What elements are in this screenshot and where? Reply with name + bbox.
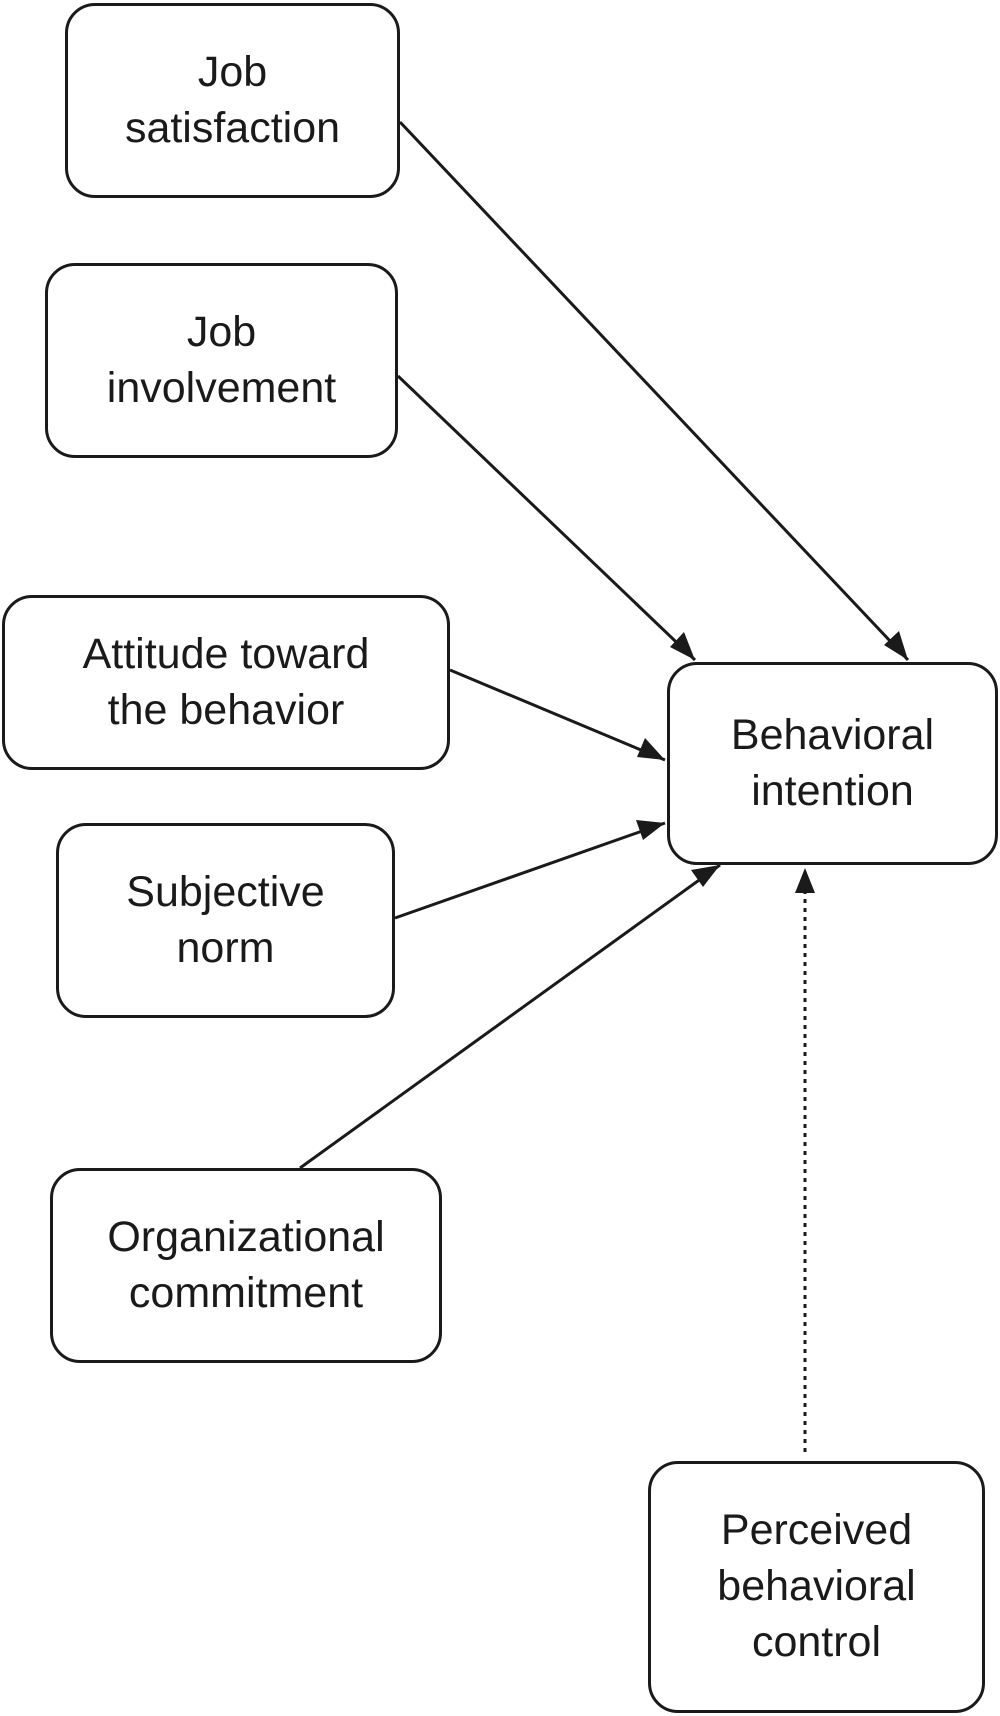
node-attitude-toward-behavior: Attitude toward the behavior <box>2 595 450 770</box>
node-job-satisfaction: Job satisfaction <box>65 3 400 198</box>
node-label-line: intention <box>751 766 914 815</box>
node-label-line: Behavioral <box>730 710 935 759</box>
arrowhead-subjective-norm <box>636 820 665 840</box>
arrowhead-attitude <box>637 738 665 760</box>
node-label-line: Attitude toward <box>82 629 370 678</box>
arrowhead-job-satisfaction <box>884 631 908 660</box>
arrow-attitude-to-intention <box>449 668 666 762</box>
node-organizational-commitment: Organizational commitment <box>50 1168 442 1363</box>
node-label-line: control <box>751 1617 882 1666</box>
arrowhead-job-involvement <box>670 632 695 660</box>
node-label-line: commitment <box>128 1268 364 1317</box>
node-perceived-behavioral-control: Perceived behavioral control <box>648 1461 985 1713</box>
node-label-line: involvement <box>106 363 337 412</box>
node-label-line: satisfaction <box>124 103 341 152</box>
node-job-involvement: Job involvement <box>45 263 398 458</box>
arrow-job-satisfaction-to-intention <box>398 120 910 662</box>
arrow-job-involvement-to-intention <box>396 374 697 662</box>
node-subjective-norm: Subjective norm <box>56 823 395 1018</box>
node-label-line: behavioral <box>717 1562 916 1611</box>
arrowhead-organizational-commitment <box>691 865 720 887</box>
node-label-line: the behavior <box>107 685 345 734</box>
node-label-line: Job <box>197 47 268 96</box>
node-behavioral-intention: Behavioral intention <box>667 662 998 865</box>
node-label-line: Job <box>186 307 257 356</box>
node-label-line: norm <box>176 923 275 972</box>
node-label-line: Perceived <box>720 1506 913 1555</box>
node-label-line: Subjective <box>126 867 325 916</box>
arrow-organizational-commitment-to-intention <box>299 863 721 1170</box>
arrowhead-perceived-control <box>795 868 815 893</box>
node-label-line: Organizational <box>107 1212 385 1261</box>
arrow-subjective-norm-to-intention <box>394 821 666 920</box>
